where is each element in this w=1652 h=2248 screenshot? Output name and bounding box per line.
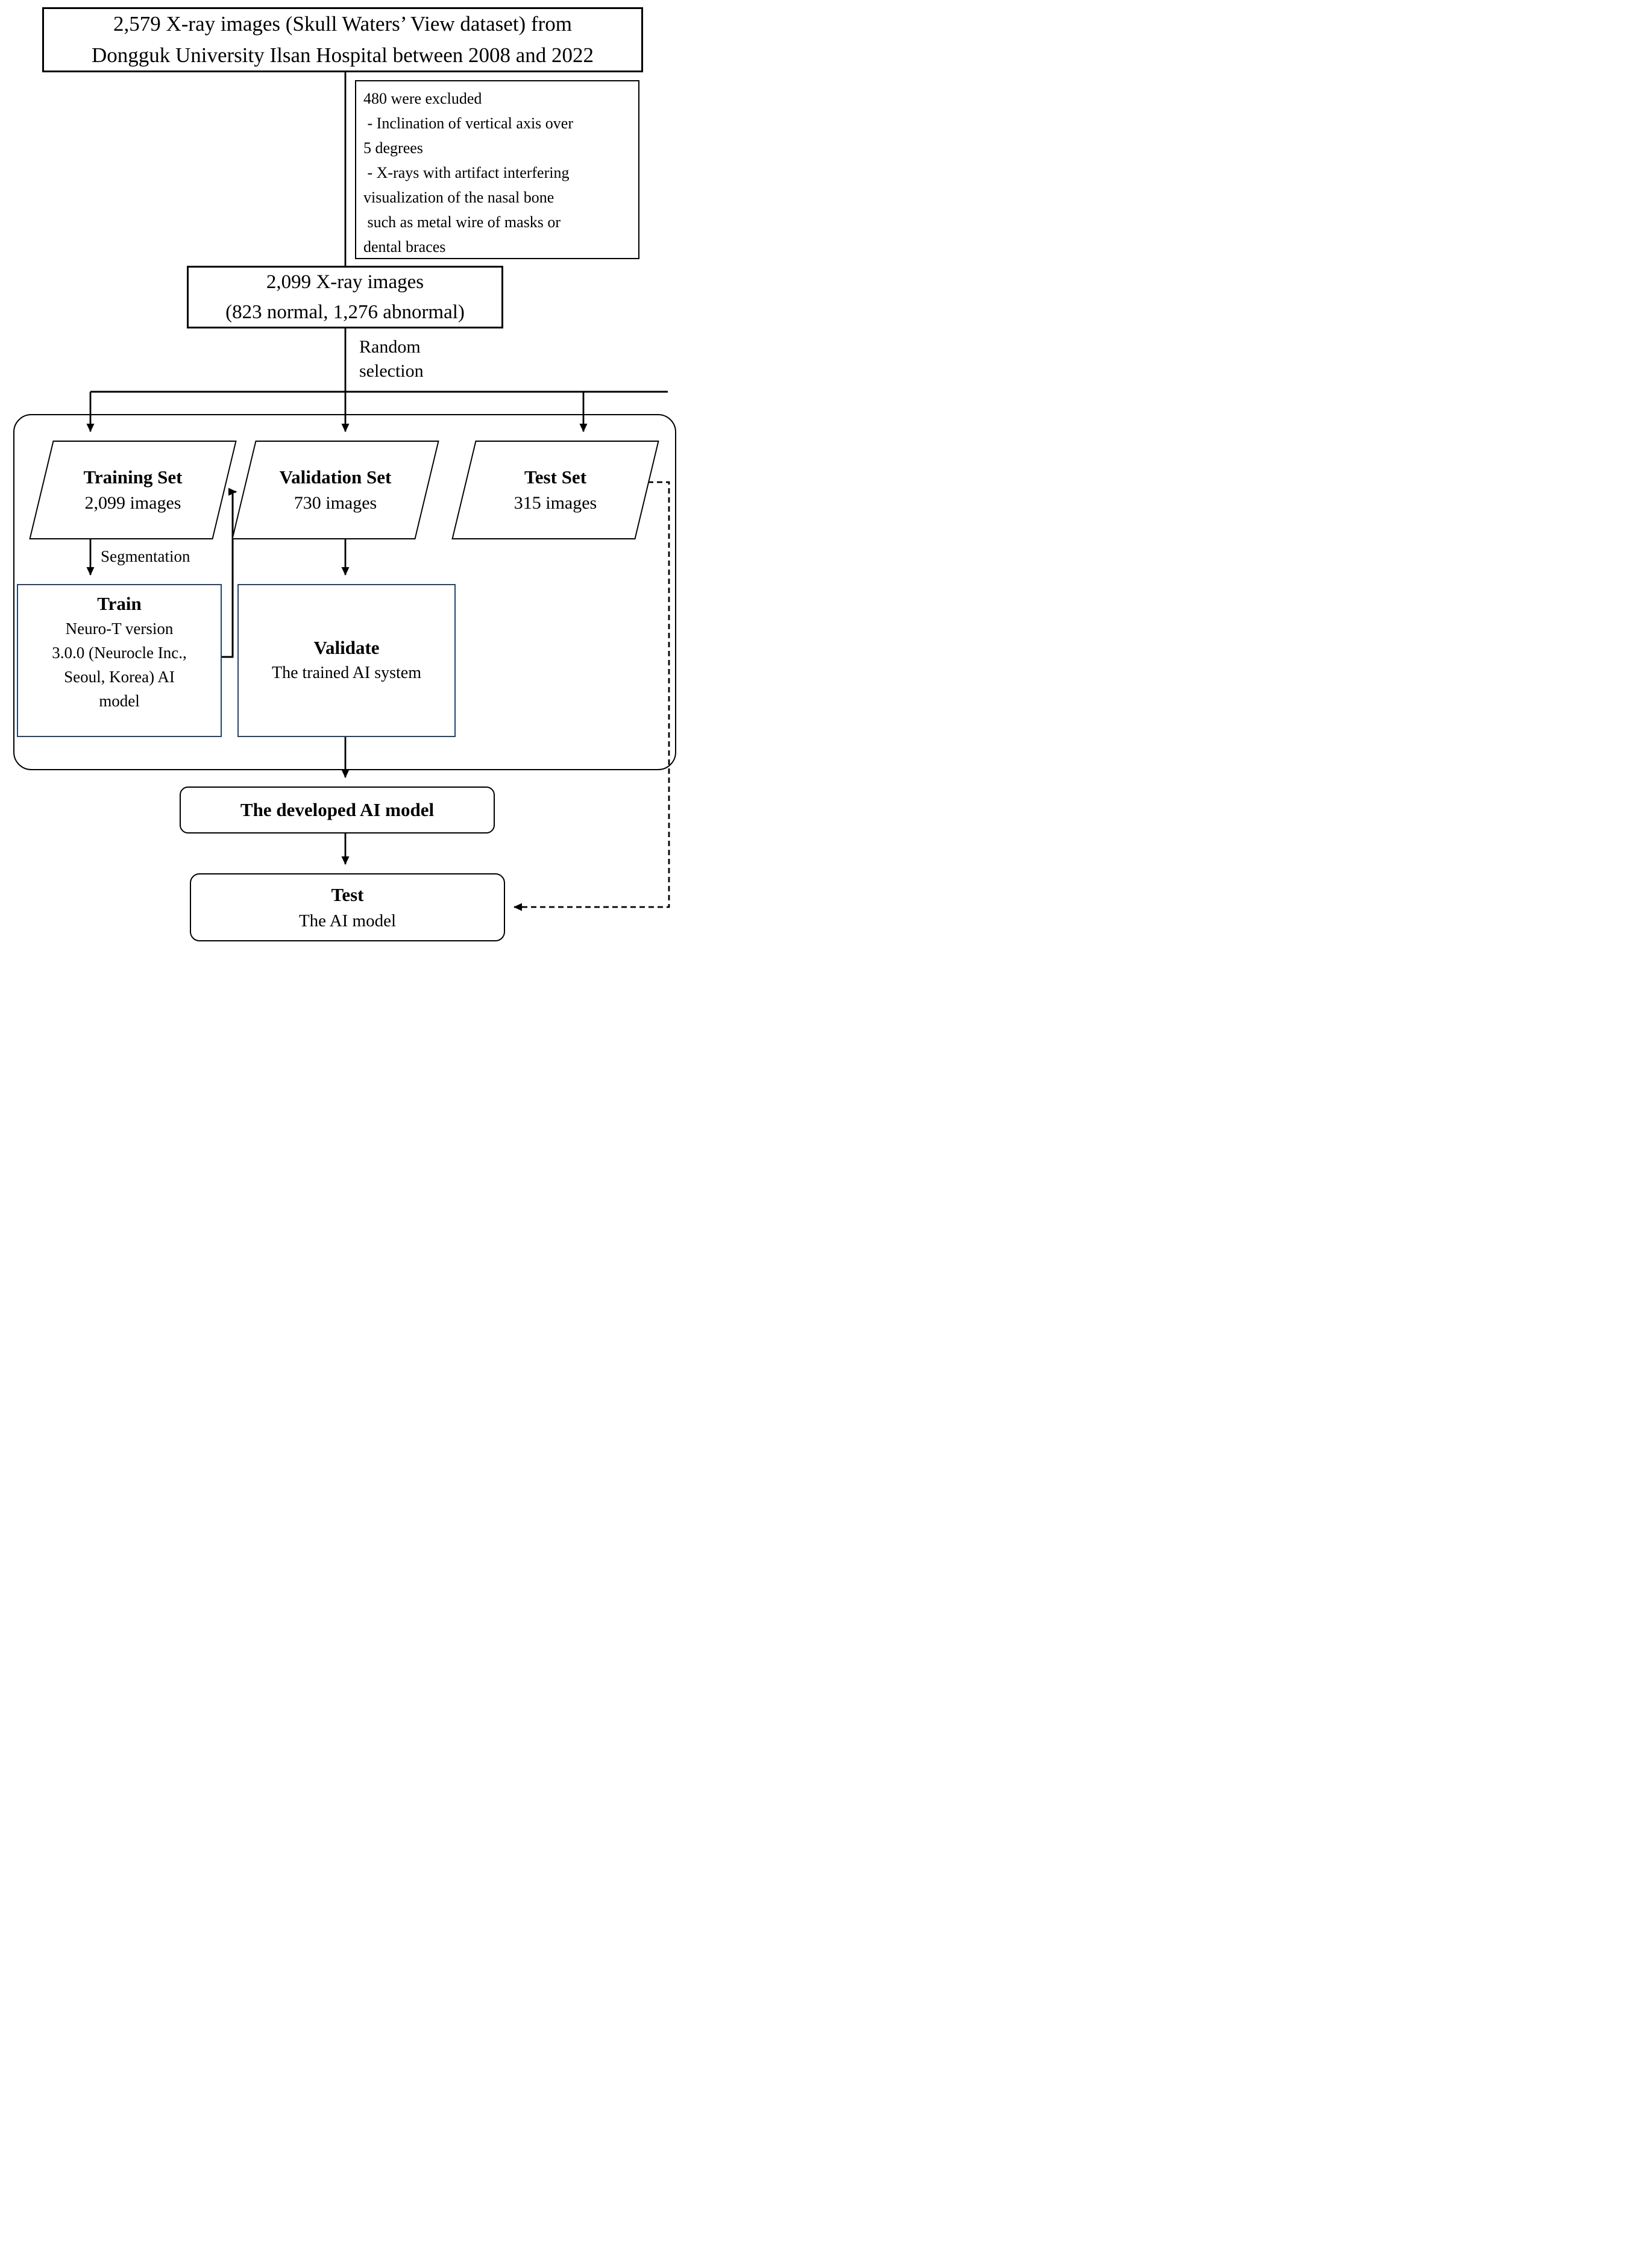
validation-set-title: Validation Set — [279, 466, 392, 488]
random-selection-line2: selection — [359, 361, 424, 381]
validate-subtitle: The trained AI system — [271, 664, 422, 682]
train-line: model — [99, 692, 140, 710]
exclusion-item: visualization of the nasal bone — [363, 189, 554, 206]
included-count-line1: 2,099 X-ray images — [266, 271, 424, 293]
included-count-line2: (823 normal, 1,276 abnormal) — [225, 301, 465, 323]
segmentation-label: Segmentation — [101, 547, 190, 565]
development-container — [13, 414, 676, 770]
exclusion-item: such as metal wire of masks or — [363, 213, 561, 231]
validate-box: Validate The trained AI system — [237, 584, 456, 737]
test-set-content: Test Set 315 images — [465, 464, 646, 516]
final-test-subtitle: The AI model — [298, 911, 397, 931]
included-count-box: 2,099 X-ray images (823 normal, 1,276 ab… — [187, 266, 503, 328]
exclusion-title: 480 were excluded — [363, 90, 482, 107]
exclusion-item: dental braces — [363, 238, 446, 256]
train-line: Neuro-T version — [65, 620, 174, 638]
random-selection-label: Random selection — [359, 335, 424, 383]
source-dataset-box: 2,579 X-ray images (Skull Waters’ View d… — [42, 7, 643, 72]
flow-diagram: 2,579 X-ray images (Skull Waters’ View d… — [0, 0, 696, 946]
final-test-title: Test — [331, 884, 364, 905]
test-set-title: Test Set — [524, 466, 587, 488]
validation-set-content: Validation Set 730 images — [245, 464, 426, 516]
exclusion-item: - X-rays with artifact interfering — [363, 164, 570, 181]
random-selection-line1: Random — [359, 337, 421, 357]
test-set-count: 315 images — [514, 493, 597, 513]
developed-model-title: The developed AI model — [240, 799, 435, 820]
test-set-shape: Test Set 315 images — [451, 441, 659, 539]
validate-title: Validate — [313, 637, 380, 658]
train-line: 3.0.0 (Neurocle Inc., — [52, 644, 187, 662]
final-test-box: Test The AI model — [190, 873, 505, 941]
validation-set-count: 730 images — [294, 493, 377, 513]
developed-model-box: The developed AI model — [180, 786, 495, 834]
validation-set-shape: Validation Set 730 images — [231, 441, 439, 539]
source-dataset-line2: Dongguk University Ilsan Hospital betwee… — [91, 43, 594, 67]
train-line: Seoul, Korea) AI — [64, 668, 175, 686]
training-set-count: 2,099 images — [84, 493, 181, 513]
training-set-title: Training Set — [83, 466, 183, 488]
train-box: Train Neuro-T version 3.0.0 (Neurocle In… — [17, 584, 222, 737]
exclusion-item: 5 degrees — [363, 139, 423, 157]
train-title: Train — [97, 593, 142, 614]
exclusion-item: - Inclination of vertical axis over — [363, 115, 573, 132]
training-set-content: Training Set 2,099 images — [42, 464, 224, 516]
training-set-shape: Training Set 2,099 images — [29, 441, 237, 539]
exclusion-box: 480 were excluded - Inclination of verti… — [355, 80, 639, 259]
source-dataset-line1: 2,579 X-ray images (Skull Waters’ View d… — [113, 12, 572, 36]
